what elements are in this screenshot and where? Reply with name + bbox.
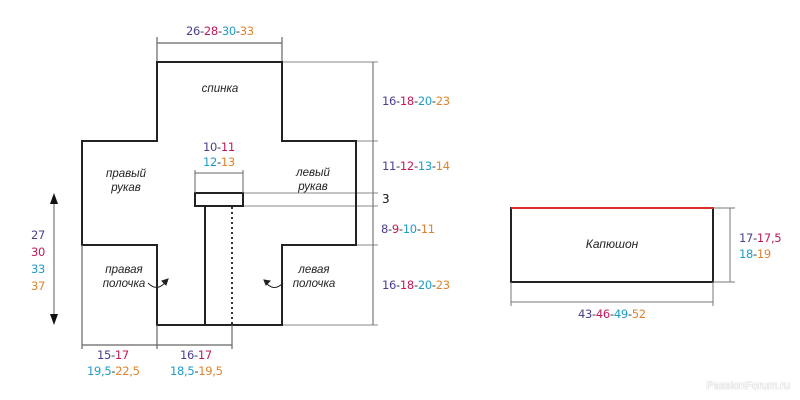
size-2: 18	[399, 278, 414, 292]
size-3: 12	[203, 155, 218, 169]
left-front-arrow-icon	[263, 279, 284, 288]
left-front-label: левая полочка	[284, 263, 344, 291]
total-length-measure: 27 30 33 37	[31, 228, 45, 294]
size-1: 43	[578, 307, 593, 321]
sweater-outline	[81, 61, 357, 326]
size-1: 15	[97, 348, 112, 362]
neck-width-measure-line1: 10-11	[203, 140, 235, 154]
size-1: 26	[186, 24, 201, 38]
hood-height-measure-line1: 17-17,5	[739, 231, 782, 245]
hood-height-dimension-line	[713, 207, 735, 283]
size-2: 46	[595, 307, 610, 321]
size-4: 13	[220, 155, 235, 169]
hood-height-measure-line2: 18-19	[739, 247, 771, 261]
right-front-arrow-icon	[147, 278, 169, 288]
left-front-label-line2: полочка	[292, 278, 336, 290]
size-1: 17	[739, 231, 754, 245]
size-4: 23	[435, 94, 450, 108]
size-3: 30	[221, 24, 236, 38]
front-height-measure: 16-18-20-23	[382, 278, 450, 292]
total-length-arrow	[50, 193, 58, 325]
size-3: 20	[417, 278, 432, 292]
front-width-measure-line2: 18,5-19,5	[170, 364, 223, 378]
bottom-width-dimension-line	[81, 245, 233, 349]
right-front-label-line1: правая	[105, 264, 143, 276]
size-4: 22,5	[115, 364, 140, 378]
back-width-measure: 26-28-30-33	[186, 24, 254, 38]
size-4: 19	[756, 247, 771, 261]
neck-width-measure-line2: 12-13	[203, 155, 235, 169]
size-1: 10	[203, 140, 218, 154]
sleeve-width-measure-line1: 15-17	[97, 348, 129, 362]
neck-band	[194, 192, 244, 207]
size-2: 17	[197, 348, 212, 362]
size-3: 10	[402, 222, 417, 236]
size-1: 27	[31, 228, 46, 242]
hood-piece	[510, 207, 714, 283]
size-3: 20	[417, 94, 432, 108]
front-width-measure-line1: 16-17	[180, 348, 212, 362]
size-2: 9	[391, 222, 399, 236]
size-3: 19,5	[87, 364, 112, 378]
sleeve-upper-measure: 11-12-13-14	[382, 159, 450, 173]
size-4: 33	[239, 24, 254, 38]
right-sleeve-label-line1: правый	[106, 168, 146, 180]
size-1: 11	[382, 159, 397, 173]
size-4: 19,5	[198, 364, 223, 378]
size-2: 11	[220, 140, 235, 154]
size-3: 33	[31, 262, 46, 276]
size-2: 12	[399, 159, 414, 173]
size-2: 18	[399, 94, 414, 108]
right-front-label-line2: полочка	[102, 278, 146, 290]
size-4: 11	[420, 222, 435, 236]
back-width-dimension-line	[156, 37, 283, 62]
size-4: 14	[435, 159, 450, 173]
size-1: 8	[381, 222, 389, 236]
right-sleeve-label-line2: рукав	[111, 182, 141, 194]
sleeve-width-measure-line2: 19,5-22,5	[87, 364, 140, 378]
neck-band-measure: 3	[382, 192, 390, 206]
size-4: 52	[631, 307, 646, 321]
left-sleeve-label: левый рукав	[283, 166, 343, 194]
right-front-label: правая полочка	[94, 263, 154, 291]
right-sleeve-label: правый рукав	[96, 167, 156, 195]
left-sleeve-label-line2: рукав	[298, 181, 328, 193]
size-2: 30	[31, 245, 46, 259]
left-front-label-line1: левая	[298, 264, 330, 276]
size-3: 18,5	[170, 364, 195, 378]
size-4: 37	[31, 279, 46, 293]
hood-width-dimension-line	[510, 282, 714, 306]
hood-label: Капюшон	[585, 237, 639, 251]
watermark: PassionForum.ru	[706, 380, 790, 392]
sleeve-lower-measure: 8-9-10-11	[381, 222, 435, 236]
left-sleeve-label-line1: левый	[296, 167, 330, 179]
size-4: 23	[435, 278, 450, 292]
size-2: 17,5	[756, 231, 782, 245]
size-3: 49	[613, 307, 628, 321]
size-2: 28	[203, 24, 218, 38]
size-1: 16	[382, 94, 397, 108]
back-upper-height-measure: 16-18-20-23	[382, 94, 450, 108]
neck-width-dimension-line	[194, 170, 244, 193]
size-1: 16	[382, 278, 397, 292]
back-label: спинка	[201, 83, 239, 95]
size-3: 18	[739, 247, 754, 261]
size-3: 13	[417, 159, 432, 173]
size-1: 16	[180, 348, 195, 362]
hood-width-measure: 43-46-49-52	[578, 307, 646, 321]
size-2: 17	[114, 348, 129, 362]
